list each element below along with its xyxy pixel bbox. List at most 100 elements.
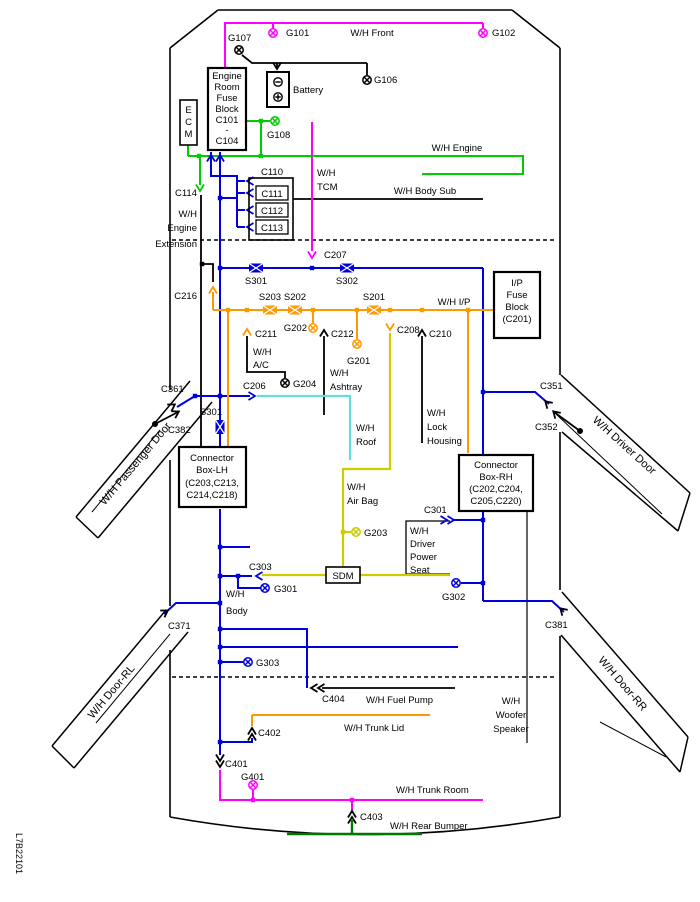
door-rl-label: W/H Door-RL bbox=[86, 663, 138, 721]
boxrh-line2: Box-RH bbox=[479, 472, 512, 483]
ground-label-g106: G106 bbox=[374, 75, 397, 86]
c404-branch bbox=[220, 628, 308, 688]
sdm-label: SDM bbox=[332, 571, 353, 582]
ground-symbol-g201 bbox=[352, 339, 362, 349]
splice-s301-body bbox=[214, 419, 226, 435]
connector-label-c382: C382 bbox=[168, 425, 191, 436]
splice-label-s202: S202 bbox=[284, 292, 306, 303]
connector-label-c402: C402 bbox=[258, 728, 281, 739]
ground-label-g301: G301 bbox=[274, 584, 297, 595]
erfb-line3: Fuse bbox=[216, 93, 237, 104]
junction-green-1 bbox=[196, 153, 202, 159]
junction-green-3 bbox=[258, 118, 264, 124]
c110-stubs bbox=[220, 180, 245, 228]
driver-door-tap-dot bbox=[577, 428, 583, 434]
splice-label-s302: S302 bbox=[336, 276, 358, 287]
splice-label-s203: S203 bbox=[259, 292, 281, 303]
wh-ashtray-label1: W/H bbox=[330, 368, 349, 379]
connector-label-c110: C110 bbox=[261, 167, 283, 178]
wh-ashtray-label2: Ashtray bbox=[330, 382, 362, 393]
blue-wires bbox=[163, 152, 565, 755]
wh-trunk-lid-label: W/H Trunk Lid bbox=[344, 723, 404, 734]
c371-branch bbox=[163, 602, 220, 615]
connector-label-c114: C114 bbox=[175, 188, 197, 199]
connector-label-c206: C206 bbox=[243, 381, 266, 392]
wh-lock-housing-label2: Lock bbox=[427, 422, 447, 433]
wh-woofer-label1: W/H bbox=[502, 696, 521, 707]
connector-label-c352: C352 bbox=[535, 422, 558, 433]
c361-branch bbox=[176, 395, 196, 408]
junction-g203 bbox=[340, 529, 346, 535]
connector-label-c303: C303 bbox=[249, 562, 272, 573]
wh-body-sub-label: W/H Body Sub bbox=[394, 186, 456, 197]
ground-label-g303: G303 bbox=[256, 658, 279, 669]
connector-label-c403: C403 bbox=[360, 812, 383, 823]
wh-rear-bumper-label: W/H Rear Bumper bbox=[390, 821, 468, 832]
erfb-line7: C104 bbox=[216, 136, 239, 147]
erfb-line1: Engine bbox=[212, 71, 242, 82]
ecm-label-line1: E bbox=[185, 105, 191, 116]
c382-branch-wire bbox=[154, 411, 179, 425]
wh-air-bag-label1: W/H bbox=[347, 482, 366, 493]
connector-label-c301: C301 bbox=[424, 505, 447, 516]
wh-ip-main bbox=[212, 292, 494, 311]
c211-arrow bbox=[242, 328, 252, 337]
door-rr-band bbox=[560, 591, 689, 773]
g108-branch-wire bbox=[245, 120, 270, 156]
battery-plus-icon bbox=[275, 94, 281, 100]
c212-arrow bbox=[319, 329, 329, 338]
junction-g401 bbox=[250, 797, 256, 803]
connector-label-c112: C112 bbox=[261, 206, 283, 217]
erfb-line6: - bbox=[225, 125, 228, 136]
boxrh-line4: C205,C220) bbox=[470, 496, 521, 507]
drawing-code: L7B22101 bbox=[14, 833, 24, 874]
driver-door-label: W/H Driver Door bbox=[590, 414, 658, 477]
ecm-label-line3: M bbox=[185, 129, 193, 140]
ecm-label-line2: C bbox=[185, 117, 192, 128]
wh-engine-wire bbox=[187, 145, 524, 175]
ground-symbol-g106 bbox=[362, 75, 372, 85]
wh-engine-ext-label3: Extension bbox=[155, 239, 197, 250]
connector-label-c351: C351 bbox=[540, 381, 563, 392]
connector-box-lh: Connector Box-LH (C203,C213, C214,C218) bbox=[177, 445, 248, 509]
connector-label-c404: C404 bbox=[322, 694, 345, 705]
connector-label-c381: C381 bbox=[545, 620, 568, 631]
wh-front-wire bbox=[224, 22, 484, 68]
splice-label-s201: S201 bbox=[363, 292, 385, 303]
ipfb-line3: Block bbox=[505, 302, 528, 313]
ecm-box: E C M bbox=[179, 99, 198, 146]
ground-label-g101: G101 bbox=[286, 28, 309, 39]
sdm-box: SDM bbox=[325, 566, 361, 584]
ground-symbol-g302 bbox=[451, 578, 461, 588]
battery-box: Battery bbox=[266, 71, 323, 108]
connector-label-c211: C211 bbox=[255, 329, 277, 340]
c111-arrow bbox=[246, 188, 255, 198]
wh-ac-label1: W/H bbox=[253, 347, 272, 358]
splice-s301 bbox=[248, 262, 264, 274]
car-body-outline bbox=[169, 9, 561, 836]
ipfb-line2: Fuse bbox=[506, 290, 527, 301]
ground-label-g302: G302 bbox=[442, 592, 465, 603]
wh-air-bag-wire bbox=[341, 333, 392, 567]
wh-body-label2: Body bbox=[226, 606, 248, 617]
c301-arrow-1 bbox=[439, 515, 448, 525]
g301-branch bbox=[237, 576, 261, 589]
junction-c216 bbox=[199, 261, 205, 267]
ground-label-g108: G108 bbox=[267, 130, 290, 141]
ipfb-line4: (C201) bbox=[502, 314, 531, 325]
wh-engine-ext-label2: Engine bbox=[167, 223, 197, 234]
driver-door-band bbox=[555, 374, 691, 532]
ip-fuse-block-box: I/P Fuse Block (C201) bbox=[492, 270, 542, 340]
wh-driver-power-seat-label2: Driver bbox=[410, 539, 435, 550]
splice-s201 bbox=[366, 304, 382, 316]
connector-label-c212: C212 bbox=[331, 329, 354, 340]
connector-label-c361: C361 bbox=[161, 384, 184, 395]
wh-roof-label2: Roof bbox=[356, 437, 376, 448]
ground-label-g201: G201 bbox=[347, 356, 370, 367]
c114-arrow bbox=[195, 183, 205, 192]
wh-woofer-label2: Woofer bbox=[496, 710, 526, 721]
wh-lock-housing-label3: Housing bbox=[427, 436, 462, 447]
ground-symbol-g303 bbox=[243, 657, 253, 667]
